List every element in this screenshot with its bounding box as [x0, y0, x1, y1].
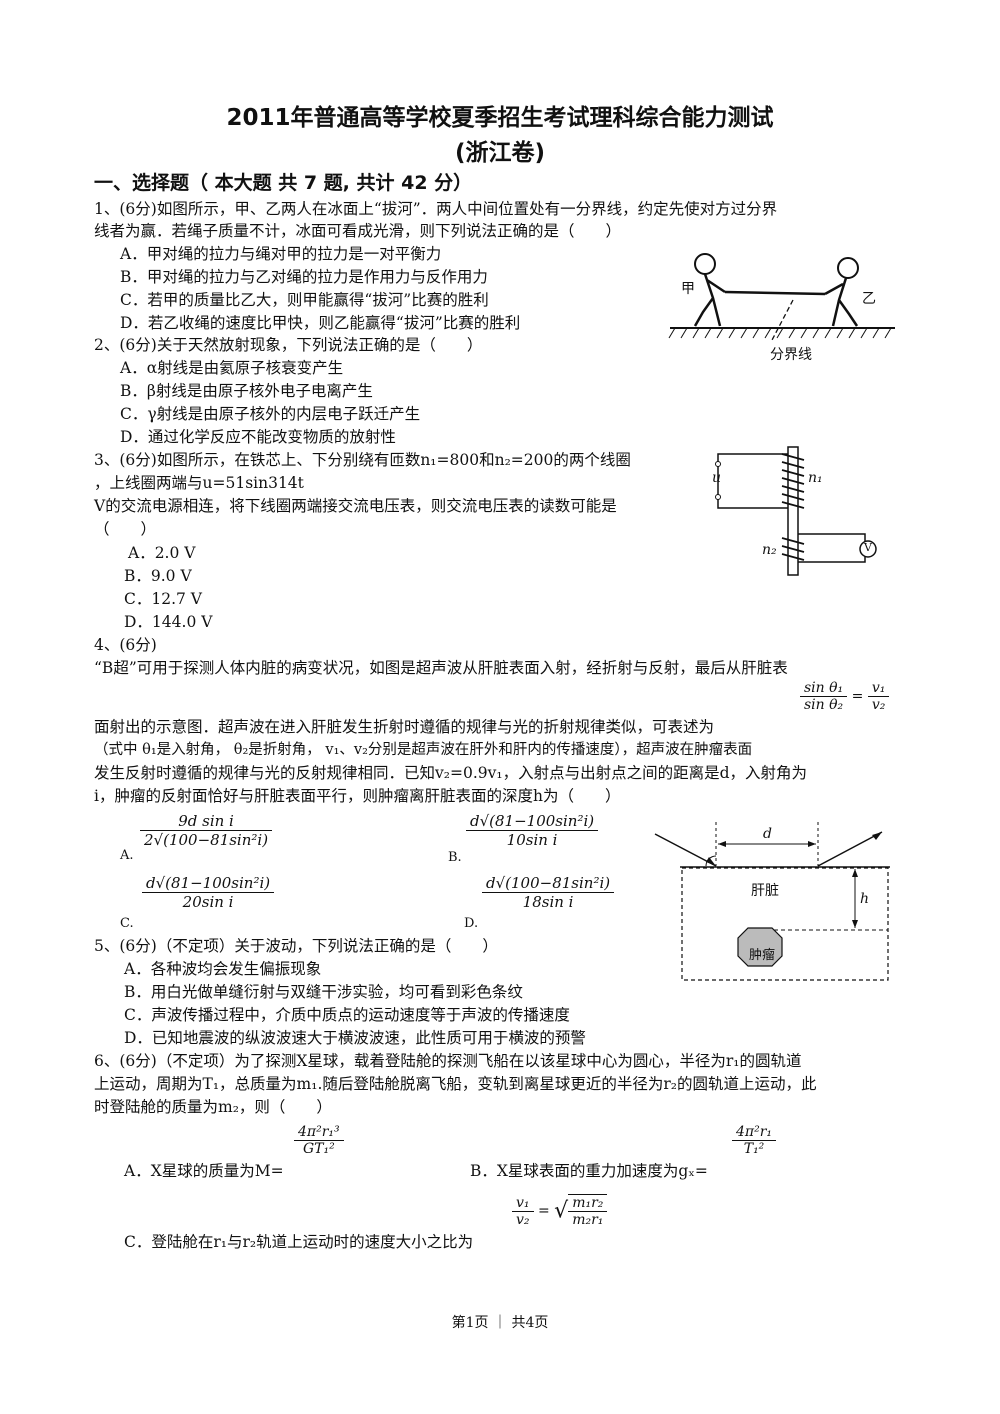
q6-c-numerator-right: m₁r₂ — [568, 1195, 608, 1212]
q4-line4: 发生反射时遵循的规律与光的反射规律相同．已知v₂=0.9v₁，入射点与出射点之间… — [94, 764, 808, 782]
q4-option-d-formula: d√(100−81sin²i)18sin i — [482, 874, 615, 911]
q1-option-a: A．甲对绳的拉力与绳对甲的拉力是一对平衡力 — [120, 245, 442, 263]
q6-option-c-text: C．登陆舱在r₁与r₂轨道上运动时的速度大小之比为 — [124, 1233, 474, 1251]
voltmeter-icon: V — [864, 541, 872, 554]
figure-label-yi: 乙 — [862, 291, 876, 307]
q3-stem-line3: V的交流电源相连，将下线圈两端接交流电压表，则交流电压表的读数可能是 — [94, 497, 617, 515]
figure-label-n2: n₂ — [762, 542, 777, 558]
document-subtitle: (浙江卷) — [454, 140, 546, 166]
q3-stem-line2: ，上线圈两端与u=51sin314t — [94, 474, 304, 492]
q6-option-b-text: B．X星球表面的重力加速度为gₓ= — [470, 1162, 708, 1180]
figure-label-jia: 甲 — [681, 281, 695, 297]
figure-label-dividing-line: 分界线 — [770, 347, 812, 363]
q6-c-denominator-left: v₂ — [516, 1211, 530, 1228]
q1-option-c: C．若甲的质量比乙大，则甲能赢得“拔河”比赛的胜利 — [120, 291, 489, 309]
q2-option-b: B．β射线是由原子核外电子电离产生 — [120, 382, 373, 400]
q6-c-equals: = — [537, 1203, 550, 1219]
q5-option-d: D．已知地震波的纵波波速大于横波波速，此性质可用于横波的预警 — [124, 1029, 586, 1047]
q4-option-c-label: C. — [120, 916, 134, 931]
option-b-denominator: 10sin i — [506, 831, 558, 849]
q4-line2: 面射出的示意图．超声波在进入肝脏发生折射时遵循的规律与光的折射规律类似，可表述为 — [94, 718, 715, 736]
q6-line3: 时登陆舱的质量为m₂，则（ ） — [94, 1098, 332, 1116]
ultrasound-figure — [654, 822, 890, 981]
formula-numerator-sin: sin θ₁ — [800, 680, 848, 697]
q1-stem-line1: 1、(6分)如图所示，甲、乙两人在冰面上“拔河”．两人中间位置处有一分界线，约定… — [94, 200, 778, 218]
q2-option-d: D．通过化学反应不能改变物质的放射性 — [120, 428, 396, 446]
section-heading: 一、选择题（ 本大题 共 7 题, 共计 42 分） — [94, 172, 473, 194]
q6-option-a-text: A．X星球的质量为M= — [124, 1162, 284, 1180]
option-c-numerator: d√(81−100sin²i) — [142, 874, 275, 893]
figure-label-h: h — [860, 891, 870, 907]
transformer-figure — [715, 446, 877, 576]
q4-header: 4、(6分) — [94, 636, 157, 654]
q2-option-a: A．α射线是由氦原子核衰变产生 — [120, 359, 344, 377]
q1-option-b: B．甲对绳的拉力与乙对绳的拉力是作用力与反作用力 — [120, 268, 488, 286]
q4-option-b-formula: d√(81−100sin²i)10sin i — [466, 812, 599, 849]
q4-option-c-formula: d√(81−100sin²i)20sin i — [142, 874, 275, 911]
q6-b-numerator: 4π²r₁ — [732, 1124, 777, 1141]
tug-of-war-figure — [668, 253, 895, 343]
figure-label-u: u — [712, 470, 722, 486]
option-d-denominator: 18sin i — [522, 893, 574, 911]
q5-option-c: C．声波传播过程中，介质中质点的运动速度等于声波的传播速度 — [124, 1006, 570, 1024]
q5-option-a: A．各种波均会发生偏振现象 — [124, 960, 322, 978]
q6-line1: 6、(6分)（不定项）为了探测X星球，载着登陆舱的探测飞船在以该星球中心为圆心，… — [94, 1052, 802, 1070]
formula-equals: = — [851, 688, 864, 705]
figure-label-n1: n₁ — [808, 470, 823, 486]
q3-option-a: A．2.0 V — [128, 544, 196, 562]
q4-line3: （式中 θ₁是入射角， θ₂是折射角， v₁、v₂分别是超声波在肝外和肝内的传播… — [94, 742, 753, 758]
q1-stem-line2: 线者为赢．若绳子质量不计，冰面可看成光滑，则下列说法正确的是（ ） — [94, 222, 622, 240]
q6-b-denominator: T₁² — [743, 1141, 765, 1157]
q5-option-b: B．用白光做单缝衍射与双缝干涉实验，均可看到彩色条纹 — [124, 983, 523, 1001]
option-b-numerator: d√(81−100sin²i) — [466, 812, 599, 831]
square-root-icon: √ — [554, 1198, 569, 1224]
q1-option-d: D．若乙收绳的速度比甲快，则乙能赢得“拔河”比赛的胜利 — [120, 314, 521, 332]
q5-stem: 5、(6分)（不定项）关于波动，下列说法正确的是（ ） — [94, 937, 498, 955]
q4-option-a-label: A. — [120, 848, 134, 863]
q3-option-c: C．12.7 V — [124, 590, 202, 608]
q3-stem-line1: 3、(6分)如图所示，在铁芯上、下分别绕有匝数n₁=800和n₂=200的两个线… — [94, 451, 631, 469]
q6-c-denominator-right: m₂r₁ — [572, 1212, 604, 1228]
option-c-denominator: 20sin i — [182, 893, 234, 911]
option-a-numerator: 9d sin i — [140, 812, 273, 831]
q2-option-c: C．γ射线是由原子核外的内层电子跃迁产生 — [120, 405, 421, 423]
option-a-denominator: 2√(100−81sin²i) — [144, 831, 269, 849]
q4-line5: i，肿瘤的反射面恰好与肝脏表面平行，则肿瘤离肝脏表面的深度h为（ ） — [94, 787, 621, 805]
figure-label-liver: 肝脏 — [751, 883, 779, 899]
formula-denominator-v: v₂ — [871, 697, 886, 713]
formula-denominator-sin: sin θ₂ — [804, 697, 844, 713]
q6-a-numerator: 4π²r₁³ — [294, 1124, 344, 1141]
figure-label-d: d — [763, 826, 772, 842]
q3-stem-line4: （ ） — [94, 520, 157, 538]
formula-numerator-v: v₁ — [867, 680, 890, 697]
q3-option-b: B．9.0 V — [124, 567, 192, 585]
figure-label-tumor: 肿瘤 — [749, 948, 776, 963]
q4-line1: “B超”可用于探测人体内脏的病变状况，如图是超声波从肝脏表面入射，经折射与反射，… — [94, 659, 788, 677]
q6-line2: 上运动，周期为T₁，总质量为m₁.随后登陆舱脱离飞船，变轨到离星球更近的半径为r… — [94, 1075, 817, 1093]
q2-stem: 2、(6分)关于天然放射现象，下列说法正确的是（ ） — [94, 336, 483, 354]
document-title: 2011年普通高等学校夏季招生考试理科综合能力测试 — [226, 105, 774, 131]
q4-option-b-label: B. — [448, 850, 462, 865]
q6-c-numerator-left: v₁ — [512, 1195, 534, 1212]
q6-a-denominator: GT₁² — [302, 1141, 335, 1157]
page-footer: 第1页 ｜ 共4页 — [451, 1315, 549, 1331]
q3-option-d: D．144.0 V — [124, 613, 213, 631]
q4-option-d-label: D. — [464, 916, 479, 931]
option-d-numerator: d√(100−81sin²i) — [482, 874, 615, 893]
